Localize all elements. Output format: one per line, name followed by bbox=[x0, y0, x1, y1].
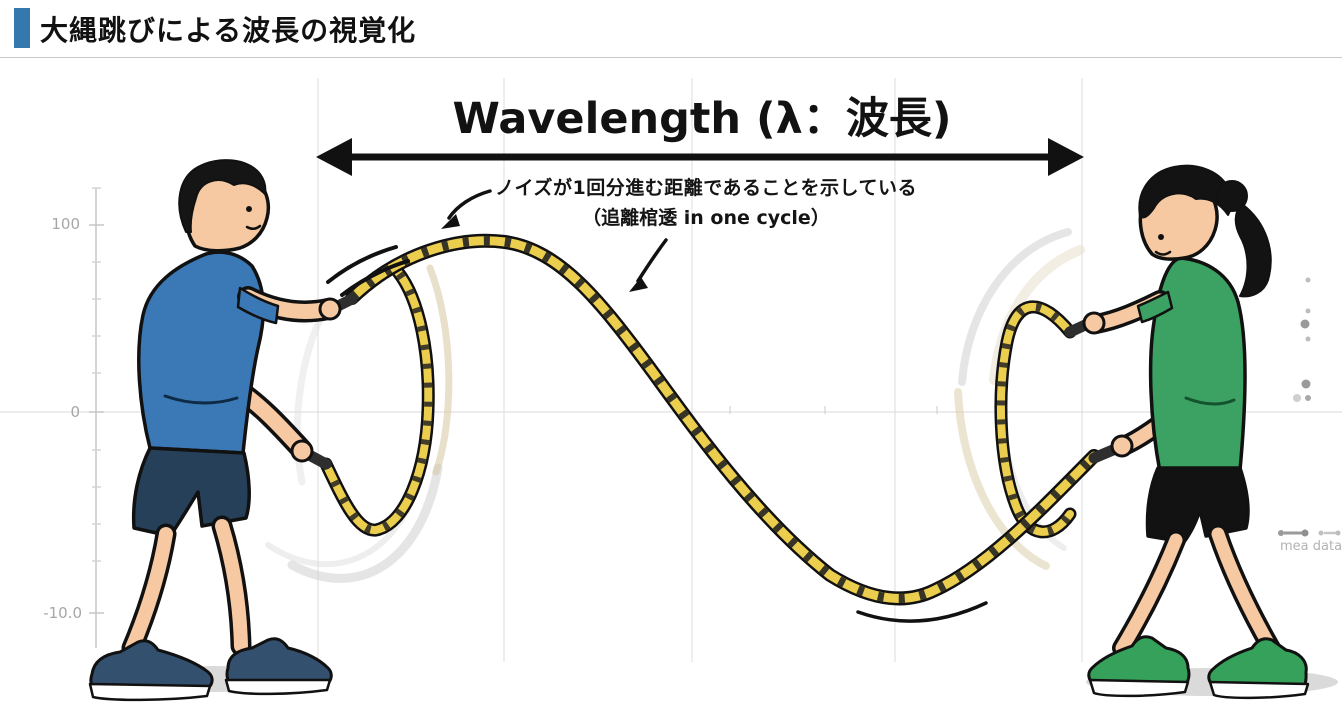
title-accent-bar bbox=[14, 8, 30, 48]
annotation-line-2: （追離棺逶 in one cycle） bbox=[582, 207, 830, 229]
woman-ponytail bbox=[1234, 203, 1272, 298]
woman-eye bbox=[1158, 234, 1164, 240]
motion-lines bbox=[326, 245, 988, 623]
woman-shirt bbox=[1148, 256, 1247, 474]
annotation: ノイズが1回分進む距離であることを示している （追離棺逶 in one cycl… bbox=[392, 173, 1020, 230]
arrowhead-right bbox=[1048, 138, 1084, 176]
axis-tick-label-0: 0 bbox=[70, 403, 80, 421]
man-eye bbox=[246, 206, 252, 212]
man-hand-bottom bbox=[290, 439, 314, 463]
annotation-line-1: ノイズが1回分進む距離であることを示している bbox=[495, 177, 917, 199]
legend-markers bbox=[1278, 529, 1341, 537]
man-shorts bbox=[131, 446, 251, 538]
woman-hair-bun bbox=[1216, 180, 1248, 212]
legend-label: mea data bbox=[1280, 539, 1342, 554]
man-figure bbox=[88, 159, 358, 702]
woman-hand-top bbox=[1082, 311, 1106, 335]
y-axis bbox=[89, 187, 104, 648]
woman-sleeve bbox=[1136, 290, 1174, 324]
man-sleeve bbox=[236, 286, 280, 325]
annotation-arrows bbox=[441, 189, 668, 292]
woman-hand-bottom bbox=[1110, 434, 1134, 458]
man-hair bbox=[178, 159, 267, 233]
scatter-dots bbox=[1293, 277, 1311, 402]
woman-shorts bbox=[1145, 466, 1250, 544]
header: 大縄跳びによる波長の視覚化 bbox=[0, 0, 1342, 58]
woman-figure bbox=[1064, 164, 1310, 700]
page-title: 大縄跳びによる波長の視覚化 bbox=[40, 14, 417, 47]
woman-hair bbox=[1138, 164, 1233, 219]
wavelength-arrow bbox=[316, 138, 1084, 176]
man-smile bbox=[245, 224, 262, 230]
rope-loop-left bbox=[319, 265, 435, 537]
arrowhead-left bbox=[316, 138, 352, 176]
rope-main-wave bbox=[345, 233, 1101, 606]
axis-tick-label-100: 100 bbox=[51, 215, 80, 233]
axis-tick-label-neg10: -10.0 bbox=[43, 604, 82, 622]
wavelength-label: Wavelength (λ：波長) bbox=[452, 94, 952, 144]
man-hand-top bbox=[318, 297, 342, 321]
rope-loop-right bbox=[994, 300, 1077, 539]
man-shirt bbox=[137, 250, 266, 455]
woman-smile bbox=[1154, 250, 1172, 256]
